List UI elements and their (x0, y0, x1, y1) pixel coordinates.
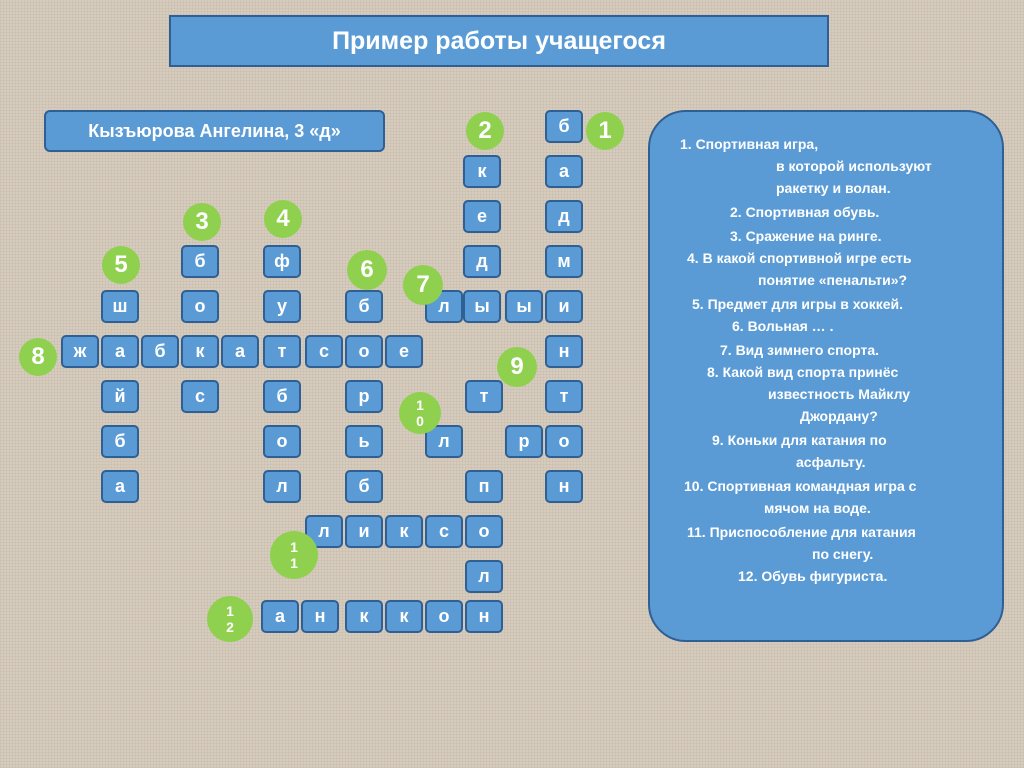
crossword-cell: ф (263, 245, 301, 278)
crossword-cell: н (465, 600, 503, 633)
crossword-cell: а (101, 470, 139, 503)
clue-line: 10. Спортивная командная игра с (684, 478, 917, 494)
crossword-cell: й (101, 380, 139, 413)
crossword-cell: р (345, 380, 383, 413)
clue-line: в которой используют (776, 158, 932, 174)
crossword-cell: ш (101, 290, 139, 323)
crossword-cell: б (345, 290, 383, 323)
page-title: Пример работы учащегося (169, 15, 829, 67)
crossword-cell: ы (505, 290, 543, 323)
crossword-cell: л (465, 560, 503, 593)
clue-line: 7. Вид зимнего спорта. (720, 342, 880, 358)
crossword-cell: о (545, 425, 583, 458)
crossword-cell: ь (345, 425, 383, 458)
crossword-cell: к (463, 155, 501, 188)
clue-line: 12. Обувь фигуриста. (738, 568, 888, 584)
crossword-cell: у (263, 290, 301, 323)
crossword-cell: п (465, 470, 503, 503)
crossword-cell: т (263, 335, 301, 368)
clues-panel: 1. Спортивная игра, в которой используют… (648, 110, 1004, 642)
clue-line: ракетку и волан. (776, 180, 891, 196)
clue-number-badge: 1 (586, 112, 624, 150)
crossword-cell: к (385, 600, 423, 633)
clue-number-badge: 9 (497, 347, 537, 387)
clue-line: 1. Спортивная игра, (680, 136, 819, 152)
clue-line: известность Майклу (768, 386, 911, 402)
clue-number-badge: 8 (19, 338, 57, 376)
crossword-cell: а (261, 600, 299, 633)
crossword-cell: а (545, 155, 583, 188)
crossword-cell: а (221, 335, 259, 368)
crossword-cell: к (345, 600, 383, 633)
clue-line: Джордану? (800, 408, 878, 424)
crossword-cell: д (545, 200, 583, 233)
clue-line: 3. Сражение на ринге. (730, 228, 882, 244)
clue-number-badge: 2 (466, 112, 504, 150)
crossword-cell: о (181, 290, 219, 323)
crossword-cell: к (385, 515, 423, 548)
crossword-cell: с (425, 515, 463, 548)
crossword-cell: е (385, 335, 423, 368)
clue-line: 8. Какой вид спорта принёс (707, 364, 899, 380)
crossword-cell: б (101, 425, 139, 458)
clue-line: 2. Спортивная обувь. (730, 204, 880, 220)
crossword-cell: л (263, 470, 301, 503)
clue-line: 9. Коньки для катания по (712, 432, 887, 448)
crossword-cell: и (345, 515, 383, 548)
clue-number-badge: 7 (403, 265, 443, 305)
crossword-cell: о (425, 600, 463, 633)
clue-line: 5. Предмет для игры в хоккей. (692, 296, 904, 312)
crossword-cell: а (101, 335, 139, 368)
clue-line: мячом на воде. (764, 500, 871, 516)
crossword-cell: с (181, 380, 219, 413)
crossword-cell: л (425, 425, 463, 458)
student-name: Кызъюрова Ангелина, 3 «д» (44, 110, 385, 152)
crossword-cell: н (545, 335, 583, 368)
crossword-cell: б (345, 470, 383, 503)
clue-line: 4. В какой спортивной игре есть (687, 250, 912, 266)
crossword-cell: д (463, 245, 501, 278)
clue-number-badge: 4 (264, 200, 302, 238)
clue-line: по снегу. (812, 546, 874, 562)
crossword-cell: ж (61, 335, 99, 368)
crossword-cell: о (263, 425, 301, 458)
crossword-cell: т (465, 380, 503, 413)
crossword-cell: к (181, 335, 219, 368)
clue-line: 11. Приспособление для катания (687, 524, 916, 540)
crossword-cell: е (463, 200, 501, 233)
crossword-cell: н (301, 600, 339, 633)
crossword-cell: р (505, 425, 543, 458)
crossword-cell: б (263, 380, 301, 413)
crossword-cell: н (545, 470, 583, 503)
clue-line: понятие «пенальти»? (758, 272, 908, 288)
crossword-cell: о (345, 335, 383, 368)
crossword-cell: и (545, 290, 583, 323)
crossword-cell: м (545, 245, 583, 278)
crossword-cell: б (545, 110, 583, 143)
clue-line: 6. Вольная … . (732, 318, 834, 334)
crossword-cell: о (465, 515, 503, 548)
clue-number-badge: 5 (102, 246, 140, 284)
crossword-cell: б (181, 245, 219, 278)
crossword-cell: с (305, 335, 343, 368)
crossword-cell: б (141, 335, 179, 368)
clue-line: асфальту. (796, 454, 866, 470)
crossword-cell: ы (463, 290, 501, 323)
clue-number-badge: 3 (183, 203, 221, 241)
clue-number-badge: 6 (347, 250, 387, 290)
crossword-cell: т (545, 380, 583, 413)
